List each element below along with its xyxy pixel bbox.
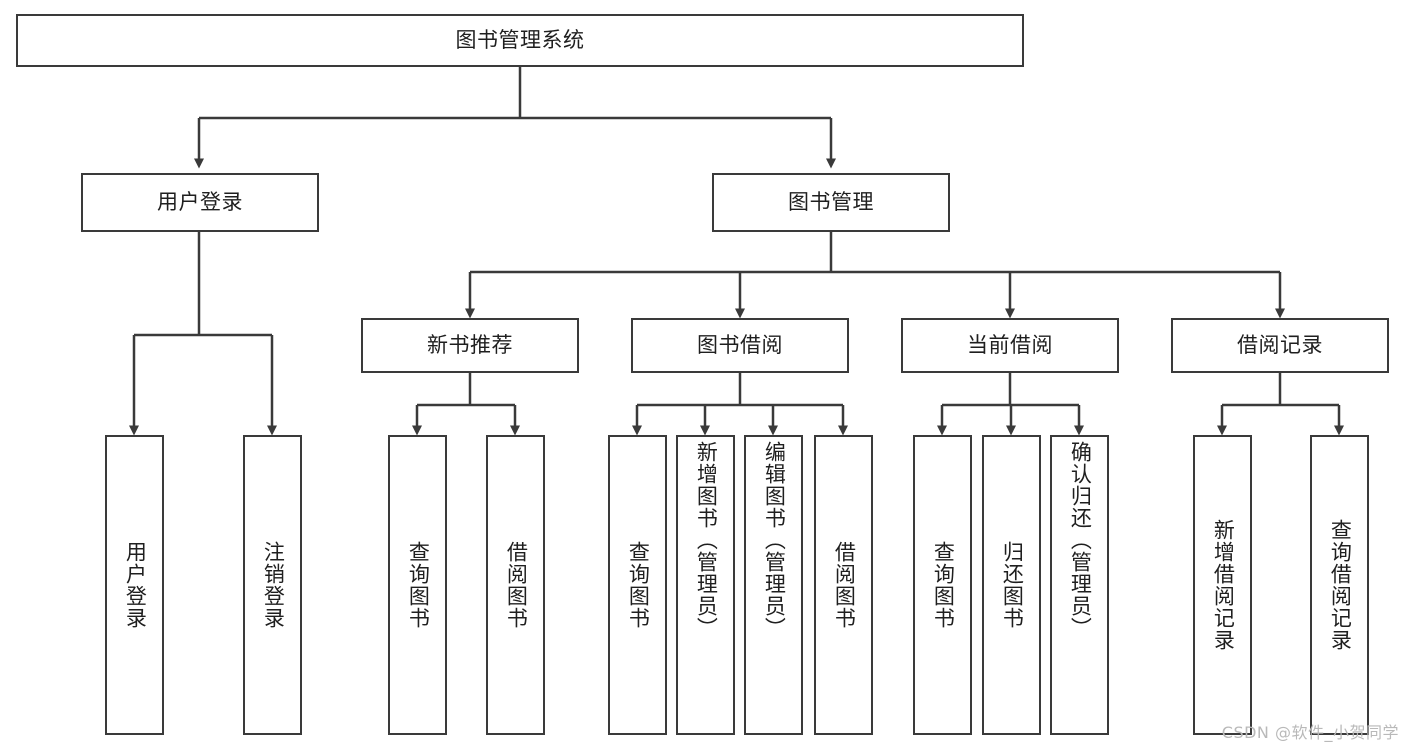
node-label: 新书推荐 <box>427 333 513 358</box>
leaf-current-borrow-query[interactable]: 查询图书 <box>913 435 972 735</box>
leaf-book-borrow-add[interactable]: 新增图书（管理员） <box>676 435 735 735</box>
watermark-text: CSDN @软件_小贺同学 <box>1221 723 1399 742</box>
node-label: 图书管理系统 <box>455 28 585 53</box>
leaf-borrow-record-add[interactable]: 新增借阅记录 <box>1193 435 1252 735</box>
leaf-new-book-query[interactable]: 查询图书 <box>388 435 447 735</box>
node-label: 查询借阅记录 <box>1328 519 1353 651</box>
node-label: 查询图书 <box>626 541 651 629</box>
node-label: 借阅记录 <box>1237 333 1323 358</box>
node-label: 查询图书 <box>406 541 431 629</box>
leaf-book-borrow-borrow[interactable]: 借阅图书 <box>814 435 873 735</box>
node-root-system[interactable]: 图书管理系统 <box>16 14 1024 67</box>
leaf-new-book-borrow[interactable]: 借阅图书 <box>486 435 545 735</box>
node-new-book-recommend[interactable]: 新书推荐 <box>361 318 579 373</box>
node-label: 图书借阅 <box>697 333 783 358</box>
leaf-current-borrow-return[interactable]: 归还图书 <box>982 435 1041 735</box>
node-label: 确认归还（管理员） <box>1068 441 1093 639</box>
node-user-login[interactable]: 用户登录 <box>81 173 319 232</box>
node-borrow-record[interactable]: 借阅记录 <box>1171 318 1389 373</box>
node-label: 编辑图书（管理员） <box>762 441 787 639</box>
node-label: 借阅图书 <box>504 541 529 629</box>
leaf-user-login-logout[interactable]: 注销登录 <box>243 435 302 735</box>
node-label: 图书管理 <box>788 190 874 215</box>
leaf-borrow-record-query[interactable]: 查询借阅记录 <box>1310 435 1369 735</box>
node-label: 用户登录 <box>123 541 148 629</box>
node-book-management[interactable]: 图书管理 <box>712 173 950 232</box>
leaf-book-borrow-query[interactable]: 查询图书 <box>608 435 667 735</box>
node-book-borrow[interactable]: 图书借阅 <box>631 318 849 373</box>
node-current-borrow[interactable]: 当前借阅 <box>901 318 1119 373</box>
node-label: 查询图书 <box>931 541 956 629</box>
node-label: 注销登录 <box>261 541 286 629</box>
leaf-current-borrow-confirm-return[interactable]: 确认归还（管理员） <box>1050 435 1109 735</box>
node-label: 新增借阅记录 <box>1211 519 1236 651</box>
node-label: 归还图书 <box>1000 541 1025 629</box>
node-label: 新增图书（管理员） <box>694 441 719 639</box>
node-label: 用户登录 <box>157 190 243 215</box>
node-label: 借阅图书 <box>832 541 857 629</box>
leaf-book-borrow-edit[interactable]: 编辑图书（管理员） <box>744 435 803 735</box>
node-label: 当前借阅 <box>967 333 1053 358</box>
leaf-user-login-login[interactable]: 用户登录 <box>105 435 164 735</box>
